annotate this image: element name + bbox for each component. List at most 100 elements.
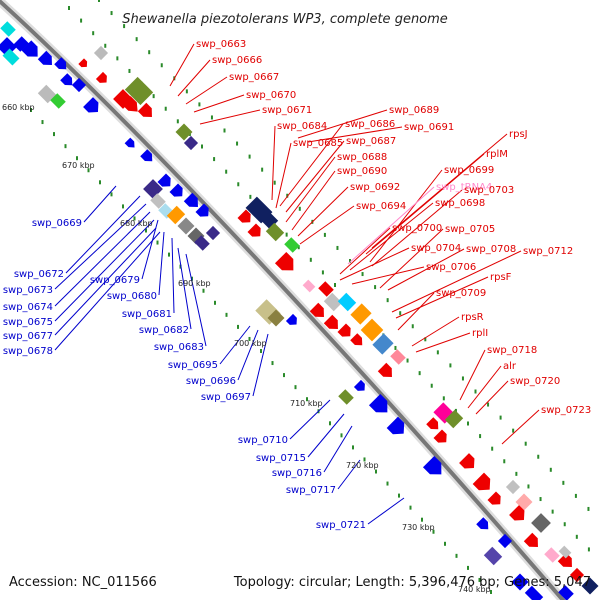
tick-mark [363, 457, 366, 462]
tick-mark [210, 115, 213, 120]
gene-arrow [285, 313, 297, 325]
kbp-scale-label: 700 kbp [234, 339, 267, 348]
gene-arrow [195, 203, 209, 217]
gene-box [93, 45, 109, 61]
leader-line [501, 409, 540, 445]
leader-line [339, 227, 391, 275]
gene-box [0, 21, 16, 37]
gene-box [337, 292, 357, 312]
tick-mark [349, 259, 351, 263]
leader-line [285, 140, 345, 213]
leader-line [297, 186, 349, 237]
tick-mark [503, 459, 506, 464]
gene-label-reverse: swp_0674 [3, 302, 53, 313]
gene-label-forward: swp_0708 [466, 244, 516, 255]
gene-arrow [337, 323, 351, 337]
gene-arrow [377, 362, 392, 377]
gene-label-forward: swp_0667 [229, 72, 279, 83]
tick-mark [156, 240, 159, 245]
tick-mark [386, 298, 389, 303]
tick-mark [87, 168, 90, 173]
tick-mark [399, 311, 402, 316]
gene-box [558, 545, 572, 559]
gene-label-forward: swp_0684 [277, 121, 327, 132]
leader-line [391, 250, 522, 313]
tick-mark [152, 94, 155, 99]
gene-box [150, 193, 166, 209]
gene-label-forward: swp_0687 [346, 136, 396, 147]
tick-mark [201, 144, 203, 149]
tick-mark [30, 108, 32, 112]
gene-label-forward: swp_0723 [541, 405, 591, 416]
tick-mark [524, 441, 527, 446]
gene-label-forward: rplI [472, 328, 488, 339]
leader-line [323, 425, 353, 473]
gene-label-forward: swp_0689 [389, 105, 439, 116]
tick-mark [418, 371, 421, 376]
gene-features [0, 21, 599, 600]
gene-arrow [386, 416, 405, 435]
leader-line [339, 247, 410, 281]
tick-mark [202, 288, 205, 293]
gene-label-reverse: swp_0678 [3, 346, 53, 357]
gene-label-reverse: swp_0695 [168, 360, 218, 371]
tick-mark [442, 396, 445, 401]
gene-box [569, 567, 585, 583]
gene-arrow [422, 455, 442, 475]
gene-box [558, 585, 574, 600]
tick-mark [191, 276, 193, 281]
tick-mark [225, 312, 228, 317]
gene-label-forward: swp_0700 [392, 223, 442, 234]
gene-label-reverse: swp_0715 [256, 453, 306, 464]
tick-mark [148, 50, 151, 55]
tick-mark [406, 358, 409, 363]
tick-mark [490, 590, 492, 594]
leader-line [185, 253, 207, 347]
tick-mark [306, 397, 308, 402]
gene-label-forward: rplM [486, 149, 508, 160]
tick-mark [99, 180, 101, 185]
tick-mark [375, 469, 377, 474]
tick-mark [467, 565, 469, 570]
tick-mark [455, 553, 458, 558]
gene-label-reverse: swp_0682 [139, 325, 189, 336]
tick-mark [160, 63, 163, 68]
gene-label-forward: swp_0709 [436, 288, 486, 299]
leader-line [307, 413, 345, 458]
leader-line [54, 219, 155, 322]
gene-arrow [350, 333, 363, 346]
gene-box [177, 217, 195, 235]
accession-text: Accession: NC_011566 [9, 575, 157, 590]
tick-mark [104, 43, 107, 48]
tick-mark [537, 454, 540, 459]
leader-line [199, 109, 261, 125]
leader-line [365, 153, 485, 255]
gene-label-forward: alr [503, 361, 517, 372]
gene-arrow [95, 71, 107, 83]
tick-mark [467, 421, 469, 426]
leader-line [279, 123, 344, 207]
tick-mark [461, 376, 464, 381]
leader-line [351, 266, 425, 285]
tick-mark [454, 408, 457, 413]
gene-label-reverse: swp_0717 [286, 485, 336, 496]
gene-label-forward: swp_0699 [444, 165, 494, 176]
tick-mark [340, 433, 343, 438]
gene-label-forward: swp_0706 [426, 262, 476, 273]
tick-mark [76, 156, 78, 161]
gene-arrow [83, 97, 99, 113]
gene-label-reverse: swp_0710 [238, 435, 288, 446]
gene-arrow [472, 472, 491, 491]
tick-mark [283, 373, 285, 378]
kbp-scale-label: 710 kbp [290, 399, 323, 408]
gene-box [505, 479, 521, 495]
gene-box [323, 292, 343, 312]
leader-line [219, 325, 251, 365]
gene-arrow [247, 223, 261, 237]
gene-box [302, 279, 316, 293]
gene-label-forward: swp_0691 [404, 122, 454, 133]
leader-line [169, 43, 195, 87]
leader-line [54, 211, 151, 307]
kbp-scale-label: 670 kbp [62, 161, 95, 170]
tick-mark [562, 480, 565, 485]
